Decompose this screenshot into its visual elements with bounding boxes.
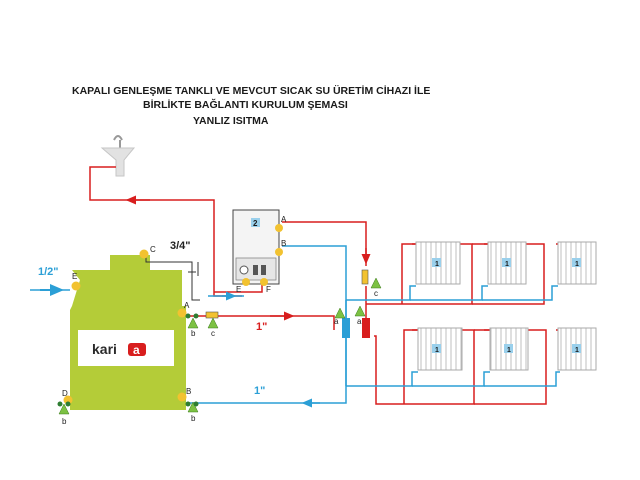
radiator-return-lower-b (412, 371, 490, 387)
boiler-port-e-label: E (236, 285, 241, 294)
radiator-3: 1 (557, 241, 597, 285)
storage-tank: kari a (70, 255, 186, 410)
boiler-port-a-label: A (281, 215, 287, 224)
radiator-return-upper-b (410, 285, 488, 301)
dirt-filter (205, 311, 219, 319)
port-c-label: C (150, 245, 156, 254)
tank-brand-badge (128, 343, 146, 356)
vent-line (145, 256, 200, 301)
radiator-return-upper-c (482, 285, 558, 301)
title-line-3: YANLIZ ISITMA (193, 115, 269, 127)
radiator-5-number: 1 (507, 347, 511, 354)
port-dots (63, 224, 283, 405)
valve-c-label-2: c (374, 289, 378, 298)
radiator-6: 1 (557, 327, 597, 371)
radiator-6-number: 1 (575, 347, 579, 354)
valve-b-label-3: b (62, 417, 67, 426)
boiler: 2 (232, 209, 280, 285)
collector-blue (342, 318, 350, 338)
valve-a-label-2: a (357, 317, 362, 326)
radiator-return-upper (346, 285, 416, 301)
tank-brand: kari (92, 341, 117, 357)
valve-b-label-1: b (191, 329, 196, 338)
port-e-label: E (72, 272, 77, 281)
vent-size-label: 3/4" (170, 240, 191, 252)
cold-inlet-size: 1/2" (38, 266, 59, 278)
filter-valve (361, 269, 369, 285)
radiators: 1 1 1 1 1 1 (415, 241, 597, 371)
boiler-return-pipe (282, 245, 347, 326)
supply-size: 1" (256, 321, 267, 333)
radiator-2: 1 (487, 241, 527, 285)
cold-water-pipes (30, 245, 560, 404)
radiator-1: 1 (415, 241, 461, 285)
radiator-4: 1 (417, 327, 463, 371)
valve-handles (57, 313, 199, 407)
port-b-label: B (186, 387, 191, 396)
return-size: 1" (254, 385, 265, 397)
port-a-label: A (184, 301, 190, 310)
radiator-3-number: 1 (575, 261, 579, 268)
collector-red (362, 318, 370, 338)
port-d-label: D (62, 389, 68, 398)
boiler-number-box (251, 218, 260, 227)
sink-icon (100, 135, 136, 177)
radiator-return-lower-c (484, 371, 560, 387)
radiator-4-number: 1 (435, 347, 439, 354)
boiler-number: 2 (253, 219, 258, 228)
boiler-a-pipe (282, 221, 367, 266)
valve-a-label-1: a (334, 317, 339, 326)
radiator-5: 1 (489, 327, 529, 371)
title-line-1: KAPALI GENLEŞME TANKLI VE MEVCUT SICAK S… (72, 84, 430, 97)
radiator-flow-lower (374, 329, 475, 405)
tank-supply-pipe (184, 315, 335, 330)
radiator-2-number: 1 (505, 261, 509, 268)
valve-b-label-2: b (191, 414, 196, 423)
valve-c-label-1: c (211, 329, 215, 338)
tank-label-panel (78, 330, 174, 366)
valve-icons (58, 277, 382, 415)
boiler-port-b-label: B (281, 239, 286, 248)
radiator-1-number: 1 (435, 261, 439, 268)
tank-brand-badge-text: a (133, 343, 140, 357)
title-line-2: BİRLİKTE BAĞLANTI KURULUM ŞEMASI (143, 98, 348, 111)
radiator-return-lower (346, 371, 418, 387)
boiler-port-f-label: F (266, 285, 271, 294)
